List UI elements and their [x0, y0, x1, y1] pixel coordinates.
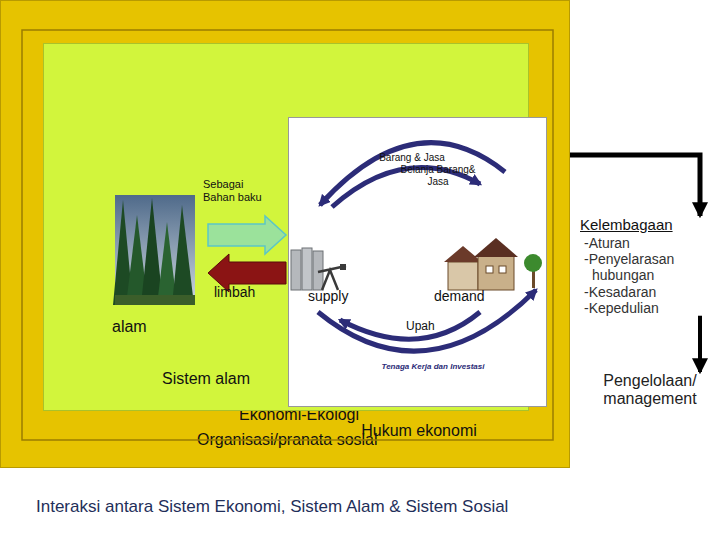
- result-label: Pengelolaan/ management: [584, 372, 716, 409]
- group-heading: Kelembagaan: [578, 216, 718, 233]
- illustration-label: Sebagai Bahan baku: [203, 178, 265, 203]
- flow-connector: [570, 155, 700, 216]
- section-title: Organisasi/pranata sosial: [197, 431, 378, 449]
- list-item: -Kesadaran: [578, 284, 696, 300]
- list-item: -Kepedulian: [578, 300, 696, 316]
- flow-label: Barang & Jasa: [372, 152, 452, 164]
- caption: Interaksi antara Sistem Ekonomi, Sistem …: [36, 497, 716, 517]
- social-system-box: Ekonomi-EkologiOrganisasi/pranata sosial…: [0, 0, 570, 468]
- illustration-label: alam: [112, 318, 147, 336]
- management-box: Pengelolaan/ management: [584, 372, 716, 409]
- illustration-label: limbah: [214, 284, 255, 300]
- flow-label: Belanja Barang& Jasa: [400, 164, 476, 187]
- frame-outline: [22, 30, 553, 440]
- system-title: Sistem alam: [162, 370, 250, 388]
- institution-box: Kelembagaan -Aturan-Penyelarasan hubungan…: [578, 216, 718, 316]
- list-item: -Penyelarasan hubungan: [578, 251, 696, 283]
- flow-label: supply: [308, 288, 348, 304]
- flow-label: demand: [434, 288, 485, 304]
- list-item: -Aturan: [578, 235, 696, 251]
- flow-label: Tenaga Kerja dan Investasi: [378, 362, 488, 371]
- flow-connector: [698, 316, 702, 372]
- system-title: Hukum ekonomi: [329, 422, 509, 440]
- nature-system-box: Sistem alamHukum ekonomi: [43, 43, 529, 411]
- flow-label: Upah: [406, 320, 435, 334]
